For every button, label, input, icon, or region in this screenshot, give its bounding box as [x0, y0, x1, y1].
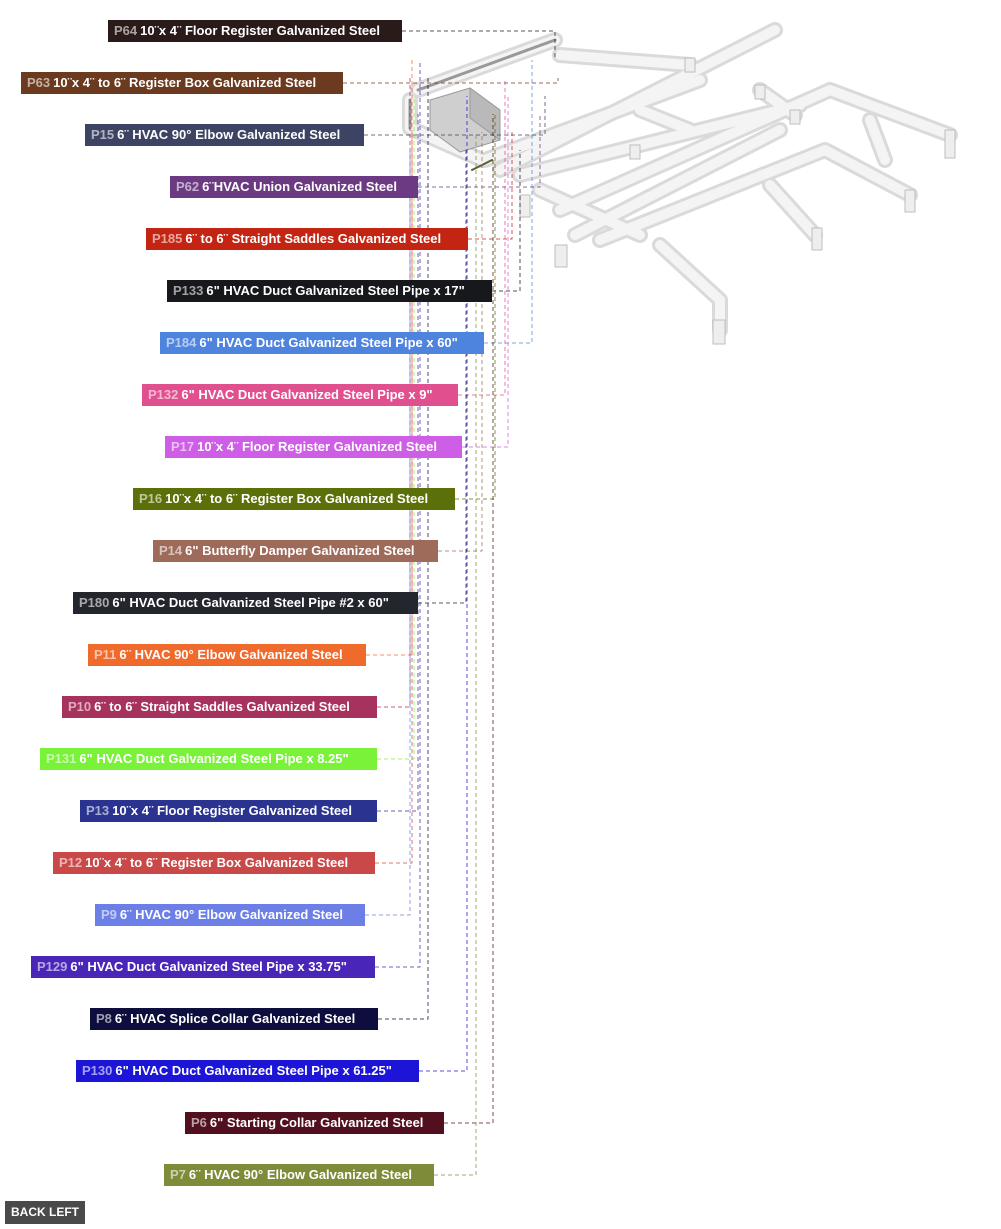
part-code: P15: [91, 127, 115, 142]
leader-line: [418, 150, 467, 604]
part-code: P16: [139, 491, 163, 506]
part-name: 6¨HVAC Union Galvanized Steel: [202, 179, 397, 194]
leader-line: [444, 114, 494, 1124]
part-name: 6¨ to 6¨ Straight Saddles Galvanized Ste…: [185, 231, 442, 246]
leader-line: [458, 78, 506, 396]
part-name: 6¨ HVAC 90° Elbow Galvanized Steel: [188, 1167, 413, 1182]
part-name: 6" Butterfly Damper Galvanized Steel: [185, 543, 415, 558]
leader-line: [364, 96, 546, 136]
part-name: 6¨ HVAC 90° Elbow Galvanized Steel: [119, 647, 343, 662]
part-code: P131: [46, 751, 77, 766]
part-name: 10¨x 4¨ to 6¨ Register Box Galvanized St…: [53, 75, 317, 90]
part-name: 6" Starting Collar Galvanized Steel: [209, 1115, 424, 1130]
part-code: P63: [27, 75, 51, 90]
part-name: 6" HVAC Duct Galvanized Steel Pipe #2 x …: [112, 595, 389, 610]
part-code: P133: [173, 283, 204, 298]
part-code: P9: [101, 907, 117, 922]
part-code: P13: [86, 803, 110, 818]
leader-line: [366, 60, 413, 656]
leader-line: [418, 114, 541, 188]
duct-model: [402, 22, 958, 345]
part-name: 10¨x 4¨ Floor Register Galvanized Steel: [140, 23, 380, 38]
leader-line: [434, 132, 477, 1176]
part-code: P64: [114, 23, 138, 38]
leader-line: [468, 132, 513, 240]
part-name: 6" HVAC Duct Galvanized Steel Pipe x 33.…: [70, 959, 347, 974]
leader-line: [484, 60, 533, 344]
part-name: 6¨ to 6¨ Straight Saddles Galvanized Ste…: [94, 699, 350, 714]
part-name: 6" HVAC Duct Galvanized Steel Pipe x 61.…: [115, 1063, 392, 1078]
part-code: P6: [191, 1115, 207, 1130]
part-name: 6" HVAC Duct Galvanized Steel Pipe x 9": [181, 387, 433, 402]
part-code: P180: [79, 595, 110, 610]
part-name: 6¨ HVAC 90° Elbow Galvanized Steel: [119, 907, 344, 922]
part-name: 10¨x 4¨ to 6¨ Register Box Galvanized St…: [165, 491, 429, 506]
part-code: P10: [68, 699, 92, 714]
leader-line: [375, 132, 413, 864]
leader-line: [419, 96, 468, 1072]
leader-line: [402, 30, 556, 60]
leader-line: [492, 150, 521, 292]
leader-line: [343, 78, 559, 84]
part-code: P185: [152, 231, 183, 246]
part-code: P184: [166, 335, 197, 350]
leader-line: [455, 114, 496, 500]
leader-line: [377, 78, 411, 708]
part-code: P129: [37, 959, 68, 974]
part-name: 6" HVAC Duct Galvanized Steel Pipe x 8.2…: [79, 751, 349, 766]
part-code: P11: [94, 647, 117, 662]
part-code: P130: [82, 1063, 113, 1078]
part-name: 10¨x 4¨ Floor Register Galvanized Steel: [112, 803, 352, 818]
part-name: 6" HVAC Duct Galvanized Steel Pipe x 17": [206, 283, 465, 298]
part-name: 10¨x 4¨ to 6¨ Register Box Galvanized St…: [85, 855, 349, 870]
view-back-left-button[interactable]: BACK LEFT: [5, 1201, 85, 1224]
part-name: 6" HVAC Duct Galvanized Steel Pipe x 60": [199, 335, 458, 350]
part-code: P132: [148, 387, 179, 402]
part-name: 6¨ HVAC 90° Elbow Galvanized Steel: [117, 127, 341, 142]
leader-line: [377, 96, 415, 760]
leader-line: [462, 96, 509, 448]
part-name: 6¨ HVAC Splice Collar Galvanized Steel: [114, 1011, 356, 1026]
part-code: P12: [59, 855, 83, 870]
leader-line: [375, 60, 421, 968]
part-code: P62: [176, 179, 200, 194]
part-code: P8: [96, 1011, 112, 1026]
part-code: P17: [171, 439, 195, 454]
part-code: P14: [159, 543, 183, 558]
leader-line: [438, 132, 483, 552]
part-code: P7: [170, 1167, 186, 1182]
leader-line: [378, 78, 429, 1020]
part-name: 10¨x 4¨ Floor Register Galvanized Steel: [197, 439, 437, 454]
